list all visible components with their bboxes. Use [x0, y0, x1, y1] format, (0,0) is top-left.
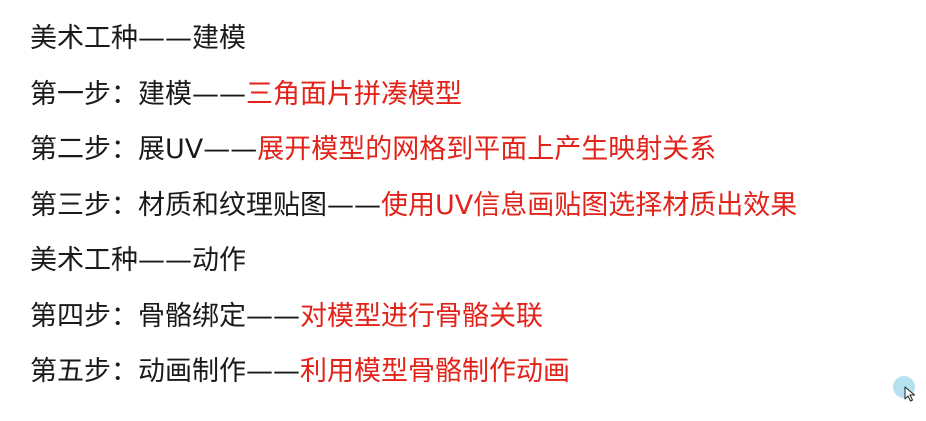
step-description: 使用UV信息画贴图选择材质出效果 [381, 189, 798, 221]
line-dash: —— [138, 23, 192, 54]
step-3: 第三步：材质和纹理贴图 —— 使用UV信息画贴图选择材质出效果 [30, 189, 926, 221]
step-4: 第四步：骨骼绑定 —— 对模型进行骨骼关联 [30, 300, 926, 332]
step-description: 三角面片拼凑模型 [246, 78, 462, 110]
step-label: 第二步：展UV [30, 134, 204, 165]
step-description: 利用模型骨骼制作动画 [300, 356, 570, 387]
heading-modeling: 美术工种 —— 建模 [30, 24, 926, 54]
mouse-pointer-icon [904, 386, 915, 402]
line-prefix: 美术工种 [30, 23, 138, 54]
line-dash: —— [192, 78, 246, 110]
step-description: 对模型进行骨骼关联 [300, 300, 543, 332]
step-2: 第二步：展UV —— 展开模型的网格到平面上产生映射关系 [30, 135, 926, 165]
step-label: 第四步：骨骼绑定 [30, 300, 246, 332]
line-dash: —— [203, 134, 258, 165]
step-5: 第五步：动画制作 —— 利用模型骨骼制作动画 [30, 357, 926, 387]
heading-animation: 美术工种 —— 动作 [30, 246, 926, 276]
step-label: 第三步：材质和纹理贴图 [30, 189, 327, 221]
line-highlight: 建模 [192, 23, 246, 54]
step-label: 第五步：动画制作 [30, 356, 246, 387]
step-1: 第一步：建模 —— 三角面片拼凑模型 [30, 78, 926, 110]
step-description: 展开模型的网格到平面上产生映射关系 [257, 134, 717, 165]
line-dash: —— [246, 300, 300, 332]
line-highlight: 动作 [192, 245, 246, 276]
line-dash: —— [327, 189, 381, 221]
line-prefix: 美术工种 [30, 245, 138, 276]
step-label: 第一步：建模 [30, 78, 192, 110]
line-dash: —— [138, 245, 192, 276]
line-dash: —— [246, 356, 300, 387]
